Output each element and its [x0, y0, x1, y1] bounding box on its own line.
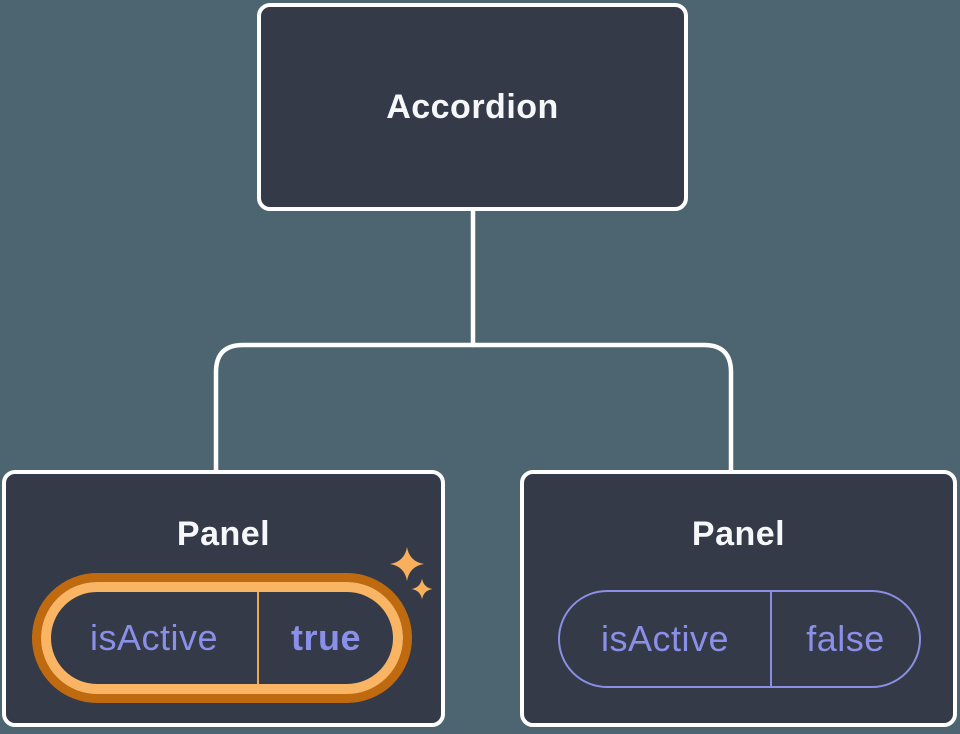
state-pill-active-inner: isActive true	[41, 582, 403, 694]
state-prop-name: isActive	[600, 618, 730, 659]
panel-node-active: Panel isActive true	[2, 470, 445, 727]
panel-node-label: Panel	[691, 515, 786, 553]
accordion-node: Accordion	[257, 3, 688, 211]
state-pill-inactive: isActive false	[558, 590, 921, 688]
accordion-node-label: Accordion	[386, 87, 559, 126]
pill-divider	[257, 592, 259, 684]
state-prop-value: false	[806, 618, 885, 659]
panel-node-label: Panel	[176, 515, 271, 553]
state-prop-value: true	[290, 617, 361, 658]
panel-node-inactive: Panel isActive false	[520, 470, 957, 727]
pill-divider	[770, 592, 772, 686]
state-pill-active: isActive true	[32, 573, 412, 703]
state-prop-name: isActive	[89, 617, 219, 658]
